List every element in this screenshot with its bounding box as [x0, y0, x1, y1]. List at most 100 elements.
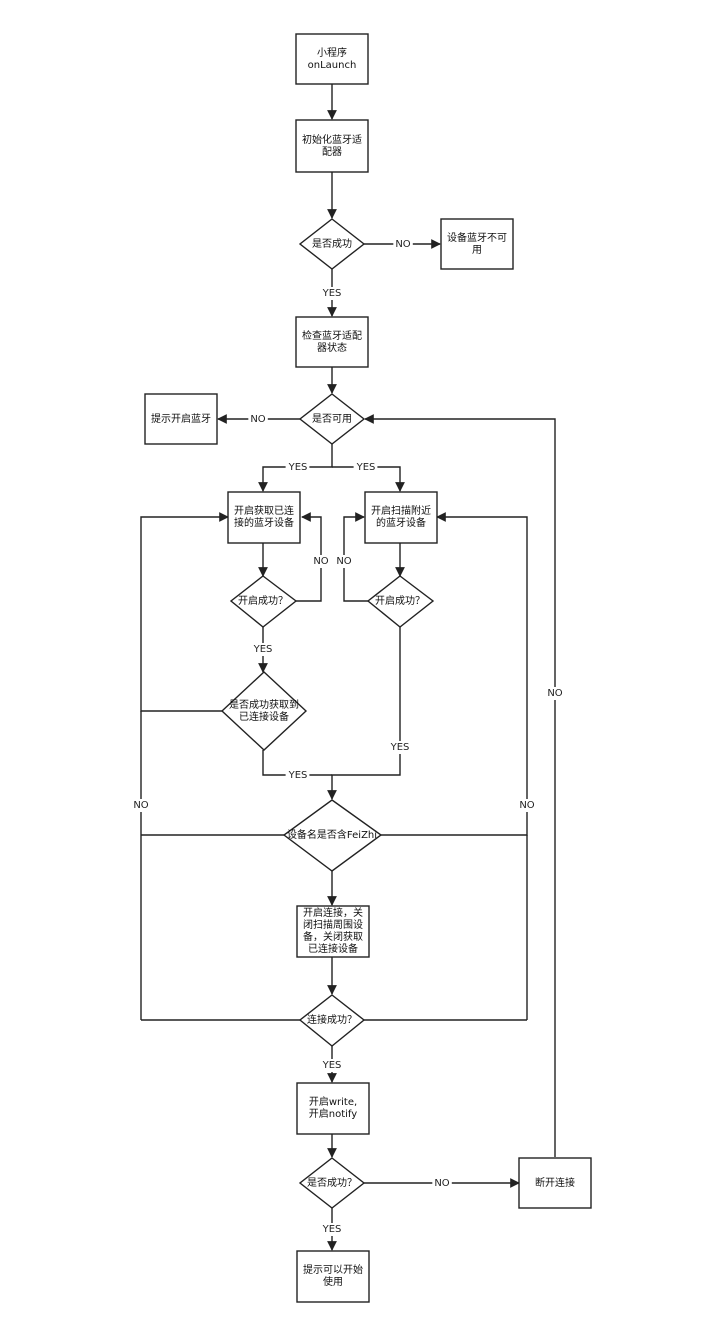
edge-label-background: [131, 799, 151, 812]
label-get-started-yes: YES: [253, 644, 273, 655]
edge-label-background: [319, 287, 344, 300]
node-text-line: 使用: [323, 1275, 343, 1288]
node-text-line: 是否成功获取到: [229, 699, 299, 711]
edge-label-background: [432, 1177, 452, 1190]
edge-label-background: [353, 461, 378, 474]
write-notify-text: 开启write,开启notify: [309, 1095, 357, 1120]
node-text-line: 配器: [322, 146, 342, 158]
disconnect-text: 断开连接: [535, 1176, 575, 1189]
label-init-no: NO: [395, 239, 410, 250]
label-scan-started-yes: YES: [390, 742, 410, 753]
node-text-line: 提示可以开始: [303, 1263, 363, 1276]
edge-got-connected-no-loop: [140, 512, 229, 712]
connect-action-node: [296, 905, 370, 958]
label-disconnect-no: NO: [547, 688, 562, 699]
node-text-line: 开启扫描附近: [371, 504, 431, 517]
bt-unavailable-node: [440, 218, 514, 270]
node-text-line: 接的蓝牙设备: [234, 516, 294, 529]
node-text-line: 已连接设备: [239, 710, 289, 723]
label-name-no-right: NO: [519, 800, 534, 811]
label-name-no-left: NO: [133, 800, 148, 811]
node-text-line: 检查蓝牙适配: [302, 329, 362, 342]
init-adapter-text: 初始化蓝牙适配器: [302, 133, 362, 158]
edge-label-background: [387, 741, 412, 754]
scan-started-decision: [366, 575, 435, 628]
scan-nearby-node: [364, 491, 438, 544]
node-text-line: 开启notify: [309, 1107, 357, 1120]
node-text-line: 是否成功？: [307, 1177, 357, 1189]
connect-success-decision: [298, 994, 366, 1047]
label-init-yes: YES: [322, 288, 342, 299]
edge-label-background: [285, 461, 310, 474]
disconnect-node: [518, 1157, 592, 1209]
name-contains-text: 设备名是否含FeiZhi: [287, 828, 377, 841]
label-got-connected-yes: YES: [288, 770, 308, 781]
edge-label-background: [517, 799, 537, 812]
edge-label-background: [248, 413, 268, 426]
node-text-line: 设备名是否含FeiZhi: [287, 828, 377, 841]
final-success-decision: [298, 1157, 366, 1209]
init-success-decision: [298, 218, 366, 270]
node-text-line: 备，关闭获取: [303, 930, 363, 943]
scan-nearby-text: 开启扫描附近的蓝牙设备: [371, 504, 431, 529]
connect-action-text: 开启连接，关闭扫描周围设备，关闭获取已连接设备: [303, 906, 363, 955]
ready-text: 提示可以开始使用: [303, 1263, 363, 1288]
node-text-line: 用: [472, 245, 482, 256]
got-connected-text: 是否成功获取到已连接设备: [229, 699, 299, 723]
write-notify-node: [296, 1082, 370, 1135]
edge-name-no-right: [381, 512, 528, 836]
available-decision: [298, 393, 366, 445]
label-available-yes-right: YES: [356, 462, 376, 473]
bt-unavailable-text: 设备蓝牙不可用: [447, 231, 507, 256]
edge-labels: NO YES NO YES YES NO NO YES YES YES NO N…: [131, 238, 565, 1236]
edge-label-background: [545, 687, 565, 700]
node-text-line: 已连接设备: [308, 942, 358, 955]
node-text-line: 设备蓝牙不可: [447, 231, 507, 244]
label-scan-started-no: NO: [336, 556, 351, 567]
edge-label-background: [285, 769, 310, 782]
check-adapter-node: [295, 316, 369, 368]
node-text-line: 开启连接，关: [303, 906, 363, 919]
got-connected-decision: [220, 671, 308, 751]
available-text: 是否可用: [312, 413, 352, 425]
prompt-enable-bt-text: 提示开启蓝牙: [151, 412, 211, 425]
label-connect-yes: YES: [322, 1060, 342, 1071]
node-text-line: 连接成功？: [307, 1013, 357, 1026]
get-started-decision: [229, 575, 298, 628]
init-success-text: 是否成功: [312, 238, 352, 250]
edge-label-background: [319, 1059, 344, 1072]
prompt-enable-bt-node: [144, 393, 218, 445]
node-text-line: 闭扫描周围设: [303, 918, 363, 931]
node-text-line: 器状态: [317, 341, 347, 354]
get-connected-text: 开启获取已连接的蓝牙设备: [234, 504, 294, 529]
node-text-line: 是否可用: [312, 413, 352, 425]
ready-node: [296, 1250, 370, 1303]
edge-label-background: [334, 555, 354, 568]
check-adapter-text: 检查蓝牙适配器状态: [302, 329, 362, 354]
node-text-line: 断开连接: [535, 1176, 575, 1189]
node-text-line: 提示开启蓝牙: [151, 412, 211, 425]
node-text-line: onLaunch: [308, 60, 357, 71]
node-text-line: 初始化蓝牙适: [302, 133, 362, 146]
node-text-line: 是否成功: [312, 238, 352, 250]
name-contains-decision: [282, 799, 383, 872]
node-text-line: 开启成功？: [375, 594, 425, 607]
init-adapter-node: [295, 119, 369, 173]
edge-label-background: [311, 555, 331, 568]
edge-disconnect-no: [364, 414, 556, 1157]
final-success-text: 是否成功？: [307, 1177, 357, 1189]
node-text-line: 开启获取已连: [234, 504, 294, 517]
edge-scan-started-yes: [327, 627, 401, 800]
node-text-line: 开启成功？: [238, 594, 288, 607]
label-available-no: NO: [250, 414, 265, 425]
edge-label-background: [393, 238, 413, 251]
label-available-yes-left: YES: [288, 462, 308, 473]
launch-node: [295, 33, 369, 85]
get-connected-node: [227, 491, 301, 544]
label-final-yes: YES: [322, 1224, 342, 1235]
scan-started-text: 开启成功？: [375, 594, 425, 607]
node-text-line: 的蓝牙设备: [376, 516, 426, 529]
